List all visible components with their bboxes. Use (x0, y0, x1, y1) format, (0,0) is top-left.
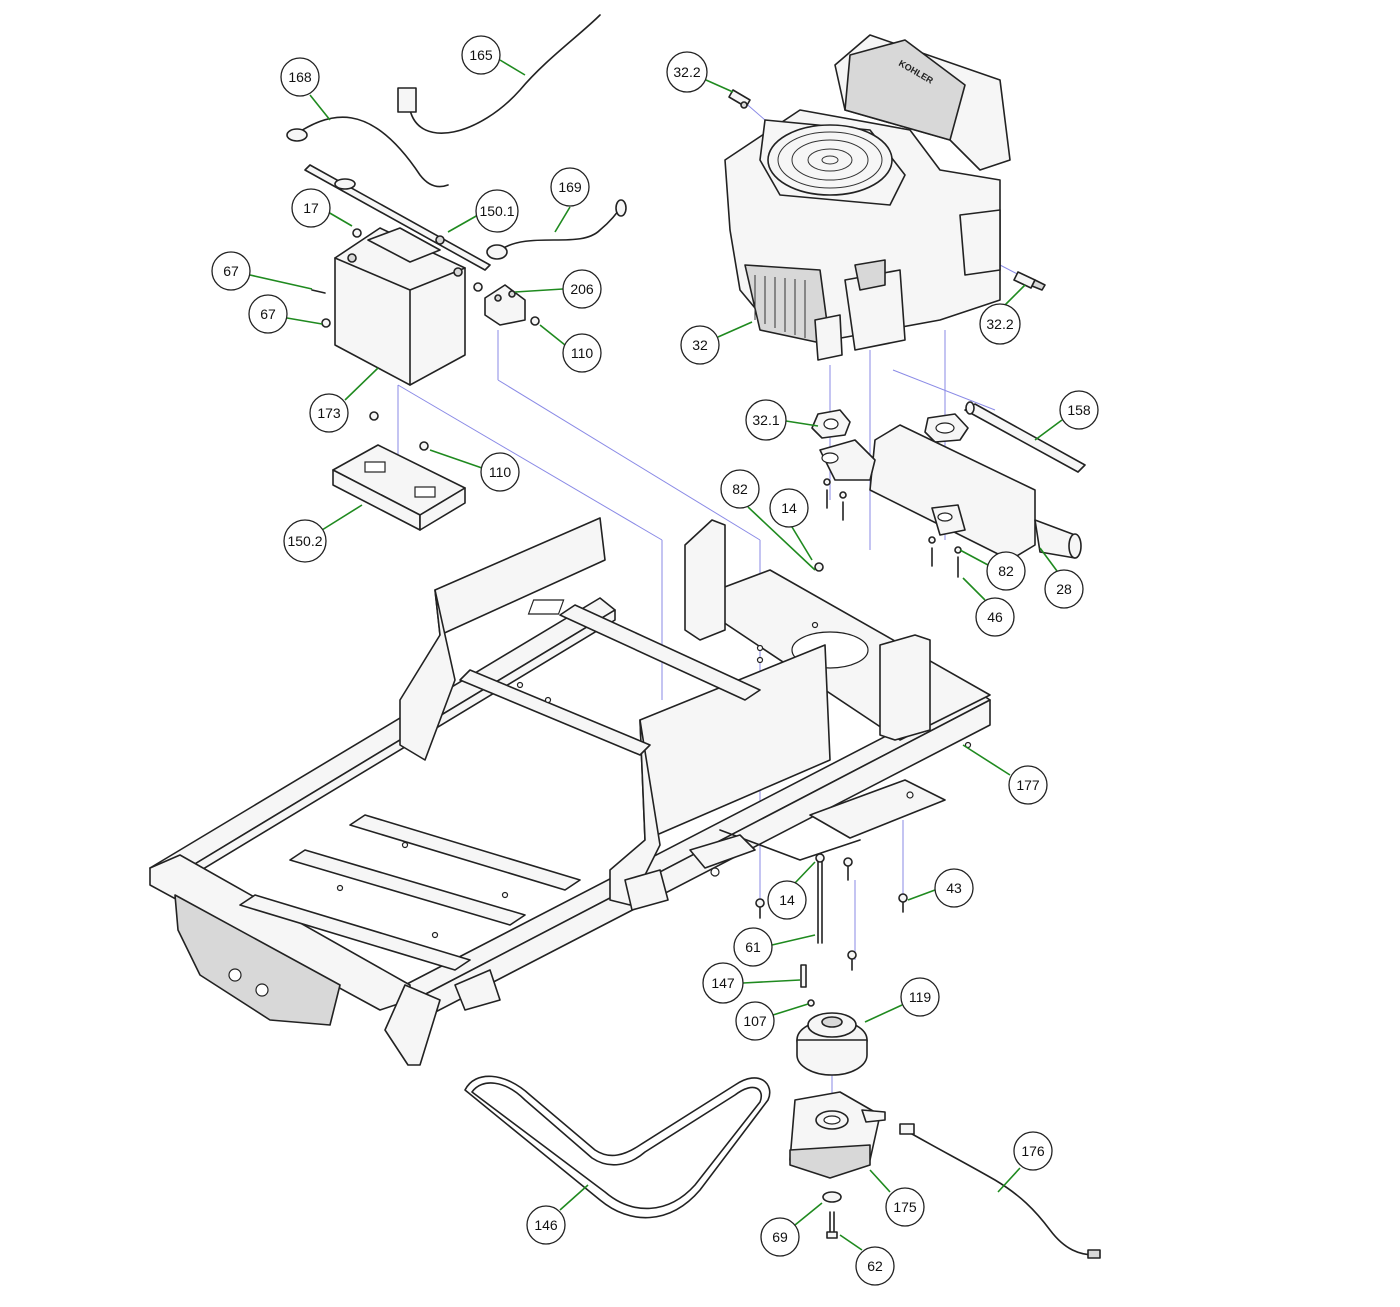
svg-text:119: 119 (909, 989, 932, 1005)
callout-173: 173 (309, 367, 379, 433)
callout-14-lower: 14 (767, 861, 816, 920)
svg-text:67: 67 (260, 306, 276, 322)
svg-text:110: 110 (489, 464, 512, 480)
svg-text:169: 169 (558, 179, 582, 195)
svg-text:150.2: 150.2 (287, 533, 322, 549)
key-and-setscrew (800, 964, 815, 1007)
svg-text:158: 158 (1067, 402, 1091, 418)
callout-177: 177 (962, 744, 1048, 805)
callout-43: 43 (907, 868, 974, 908)
callout-69: 69 (760, 1202, 823, 1257)
svg-text:32.1: 32.1 (752, 412, 779, 428)
svg-text:46: 46 (987, 609, 1003, 625)
battery-hardware (311, 228, 540, 451)
svg-text:177: 177 (1016, 777, 1040, 793)
svg-text:168: 168 (288, 69, 312, 85)
callout-28: 28 (1039, 547, 1084, 609)
callout-14-upper: 14 (769, 488, 813, 561)
callout-206: 206 (514, 269, 602, 309)
svg-text:67: 67 (223, 263, 239, 279)
spark-plug-lower (1013, 271, 1046, 291)
svg-text:165: 165 (469, 47, 493, 63)
svg-text:82: 82 (732, 481, 748, 497)
spark-plug-upper (728, 89, 751, 109)
clutch-bolt (822, 1191, 842, 1239)
callout-168: 168 (280, 57, 331, 121)
drive-belt (464, 1075, 771, 1219)
callout-67-upper: 67 (211, 251, 313, 291)
svg-text:69: 69 (772, 1229, 788, 1245)
svg-text:28: 28 (1056, 581, 1072, 597)
callout-61: 61 (733, 927, 816, 967)
callout-32: 32 (680, 321, 753, 365)
svg-text:107: 107 (743, 1013, 767, 1029)
svg-text:32.2: 32.2 (673, 64, 700, 80)
svg-text:206: 206 (570, 281, 594, 297)
chassis-frame (149, 517, 991, 1066)
callout-169: 169 (550, 167, 590, 233)
battery (334, 227, 466, 386)
callout-46: 46 (962, 577, 1015, 637)
callout-165: 165 (461, 35, 526, 76)
svg-text:146: 146 (534, 1217, 558, 1233)
battery-cables (286, 14, 627, 260)
drive-pulley (796, 1012, 868, 1076)
svg-text:82: 82 (998, 563, 1014, 579)
callout-67-lower: 67 (248, 294, 323, 334)
callout-110-lower: 110 (429, 449, 520, 492)
engine: KOHLER (724, 34, 1011, 361)
battery-hold-down-rod (304, 164, 491, 271)
callout-110-upper: 110 (539, 324, 602, 373)
svg-text:32: 32 (692, 337, 708, 353)
callout-147: 147 (702, 962, 801, 1004)
svg-text:43: 43 (946, 880, 962, 896)
callout-32-2-lower: 32.2 (979, 284, 1026, 345)
callout-32-1: 32.1 (745, 399, 819, 441)
callout-158: 158 (1034, 390, 1099, 441)
svg-text:61: 61 (745, 939, 761, 955)
exhaust-rod (964, 401, 1086, 473)
svg-text:32.2: 32.2 (986, 316, 1013, 332)
exhaust-gasket (811, 409, 969, 443)
callout-150-2: 150.2 (283, 504, 363, 563)
callout-175: 175 (869, 1169, 925, 1227)
engine-mount-fasteners (755, 562, 908, 971)
callout-32-2-upper: 32.2 (666, 51, 734, 93)
callout-82-lower: 82 (959, 549, 1026, 591)
muffler (819, 424, 1082, 561)
svg-text:14: 14 (781, 500, 797, 516)
callouts: 165 168 17 150.1 169 67 (211, 35, 1099, 1286)
callout-119: 119 (864, 977, 940, 1023)
svg-text:150.1: 150.1 (479, 203, 514, 219)
clutch-harness (899, 1123, 1101, 1259)
svg-text:62: 62 (867, 1258, 883, 1274)
callout-17: 17 (291, 188, 353, 228)
callout-146: 146 (526, 1184, 589, 1245)
svg-text:176: 176 (1021, 1143, 1045, 1159)
battery-tray (332, 444, 466, 531)
callout-62: 62 (839, 1234, 895, 1286)
starter-solenoid (484, 284, 526, 326)
svg-text:147: 147 (711, 975, 735, 991)
callout-150-1: 150.1 (447, 189, 519, 233)
svg-text:173: 173 (317, 405, 341, 421)
svg-text:110: 110 (571, 345, 594, 361)
callout-176: 176 (997, 1131, 1053, 1193)
svg-text:17: 17 (303, 200, 319, 216)
callout-107: 107 (735, 1001, 809, 1041)
pto-clutch (789, 1091, 886, 1179)
svg-text:14: 14 (779, 892, 795, 908)
svg-text:175: 175 (893, 1199, 917, 1215)
callout-82-upper: 82 (720, 469, 816, 571)
